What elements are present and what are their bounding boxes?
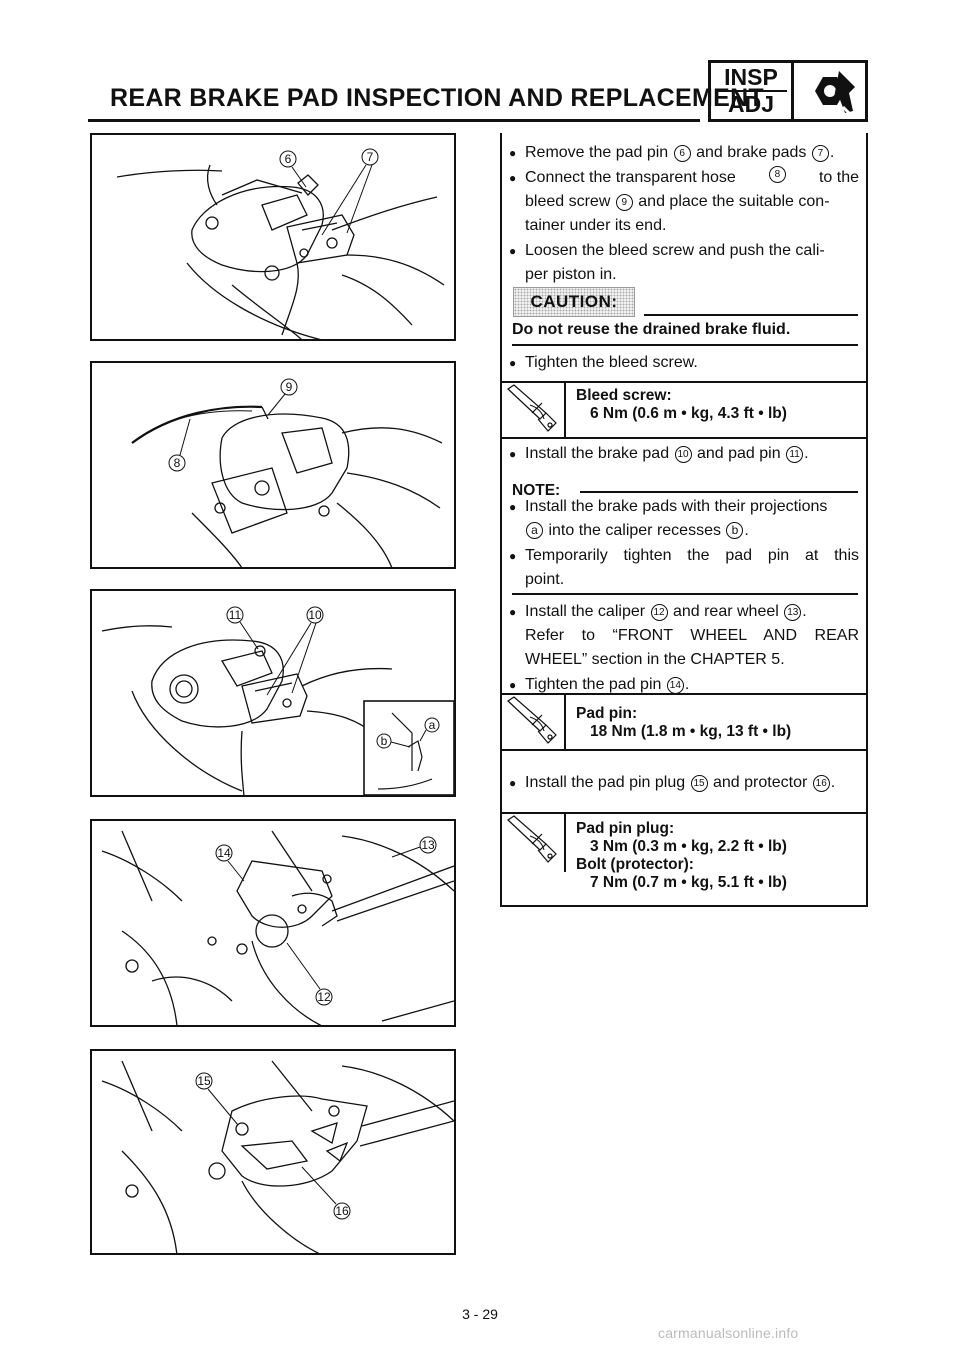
ref-13: 13 (784, 604, 802, 621)
callout-11: 11 (229, 608, 242, 622)
note-label: NOTE: (512, 482, 561, 499)
step-install-pad: Install the brake pad 10 and pad pin 11. (525, 445, 809, 463)
ref-14: 14 (666, 677, 684, 694)
refer-line-1: Refer to “FRONT WHEEL AND REAR (525, 627, 859, 644)
torque-name: Pad pin: (576, 705, 638, 722)
callout-16: 16 (335, 1204, 349, 1218)
badge-insp-label: INSP (724, 64, 778, 90)
callout-10: 10 (308, 608, 322, 622)
callout-15: 15 (197, 1074, 211, 1088)
wrench-and-nut-icon (815, 71, 855, 117)
torque-value: 18 Nm (1.8 m • kg, 13 ft • lb) (590, 723, 792, 740)
bullet: ● (509, 500, 517, 514)
procedure-panel: ● Remove the pad pin 6 and brake pads 7.… (500, 133, 868, 907)
title-rule (88, 119, 700, 122)
torque-wrench-icon (507, 384, 557, 432)
torque-spec-bleed-screw: Bleed screw: 6 Nm (0.6 m • kg, 4.3 ft • … (502, 381, 866, 439)
callout-b: b (381, 734, 388, 748)
torque-spec-plug-protector: Pad pin plug: 3 Nm (0.3 m • kg, 2.2 ft •… (502, 812, 866, 891)
callout-a: a (429, 718, 436, 732)
step-connect-hose: Connect the transparent hose 8 to the bl… (525, 166, 859, 238)
torque-name: Bleed screw: (576, 387, 672, 404)
badge-adj-label: ADJ (727, 91, 774, 117)
refer-line-2: WHEEL” section in the CHAPTER 5. (525, 651, 785, 668)
figure-remove-pads: 6 7 (90, 133, 456, 341)
bullet: ● (509, 678, 517, 692)
ref-6: 6 (673, 145, 691, 162)
figure-install-pads: 11 10 a b (90, 589, 456, 797)
caliper-illustration-3: 11 10 a b (101, 606, 454, 795)
caution-label: CAUTION: (513, 287, 635, 317)
badge-divider (715, 90, 787, 92)
callout-13: 13 (421, 838, 435, 852)
callout-9: 9 (286, 380, 293, 394)
note-projections: Install the brake pads with their projec… (525, 498, 828, 539)
callout-12: 12 (317, 990, 331, 1004)
torque-wrench-icon (507, 696, 557, 744)
bullet: ● (509, 447, 517, 461)
torque-wrench-icon (507, 815, 557, 863)
step-install-plug: Install the pad pin plug 15 and protecto… (525, 774, 836, 792)
torque-value: 7 Nm (0.7 m • kg, 5.1 ft • lb) (590, 874, 787, 891)
section-badge: INSP ADJ (708, 60, 868, 122)
callout-14: 14 (217, 846, 231, 860)
bullet: ● (509, 549, 517, 563)
step-tighten-bleed: Tighten the bleed screw. (525, 354, 698, 371)
step-connect-hose-line3: tainer under its end. (525, 217, 667, 234)
page-number: 3 - 29 (462, 1306, 498, 1322)
bullet: ● (509, 244, 517, 258)
ref-16: 16 (812, 775, 830, 792)
callout-8: 8 (174, 456, 181, 470)
torque-value: 3 Nm (0.3 m • kg, 2.2 ft • lb) (590, 838, 787, 855)
torque-icon-cell (502, 383, 566, 437)
caution-bottom-rule (512, 344, 858, 346)
bullet: ● (509, 605, 517, 619)
torque-value: 6 Nm (0.6 m • kg, 4.3 ft • lb) (590, 405, 787, 422)
wheel-caliper-illustration: 14 13 12 (101, 830, 454, 1025)
step-remove-pads: Remove the pad pin 6 and brake pads 7. (525, 144, 835, 162)
ref-a: a (526, 522, 543, 539)
note-bottom-rule (512, 593, 858, 595)
figure-bleed-hose: 9 8 (90, 361, 456, 569)
callout-6: 6 (285, 152, 292, 166)
bullet: ● (509, 776, 517, 790)
figure-install-caliper: 14 13 12 (90, 819, 456, 1027)
bullet: ● (509, 146, 517, 160)
caliper-illustration-2: 9 8 (131, 378, 443, 567)
ref-9: 9 (615, 194, 633, 211)
badge-text-cell: INSP ADJ (711, 63, 794, 119)
figure-install-protector: 15 16 (90, 1049, 456, 1255)
torque-icon-cell (502, 814, 566, 872)
ref-7: 7 (811, 145, 829, 162)
torque-name: Pad pin plug: (576, 820, 675, 837)
bullet: ● (509, 356, 517, 370)
ref-11: 11 (786, 446, 804, 463)
note-temporarily: Temporarily tighten the pad pin at this … (525, 547, 859, 588)
step-tighten-pad-pin: Tighten the pad pin 14. (525, 676, 690, 694)
bullet: ● (509, 171, 517, 185)
ref-b: b (726, 522, 744, 539)
ref-15: 15 (690, 775, 708, 792)
step-loosen-screw: Loosen the bleed screw and push the cali… (525, 242, 825, 283)
step-connect-hose-line1: Connect the transparent hose 8 to the (525, 166, 859, 190)
note-rule (580, 491, 858, 493)
ref-8: 8 (768, 166, 786, 183)
page-title: REAR BRAKE PAD INSPECTION AND REPLACEMEN… (110, 84, 764, 112)
caution-rule (644, 314, 858, 316)
ref-10: 10 (674, 446, 692, 463)
callout-7: 7 (367, 150, 374, 164)
watermark: carmanualsonline.info (658, 1325, 799, 1341)
step-connect-hose-line2: bleed screw 9 and place the suitable con… (525, 193, 830, 211)
ref-12: 12 (650, 604, 668, 621)
caliper-illustration-1: 6 7 (116, 148, 445, 339)
protector-illustration: 15 16 (101, 1060, 454, 1253)
torque-icon-cell (502, 695, 566, 749)
caution-text: Do not reuse the drained brake fluid. (512, 321, 791, 338)
torque-spec-pad-pin: Pad pin: 18 Nm (1.8 m • kg, 13 ft • lb) (502, 693, 866, 751)
torque-name: Bolt (protector): (576, 856, 694, 873)
step-install-caliper: Install the caliper 12 and rear wheel 13… (525, 600, 859, 672)
